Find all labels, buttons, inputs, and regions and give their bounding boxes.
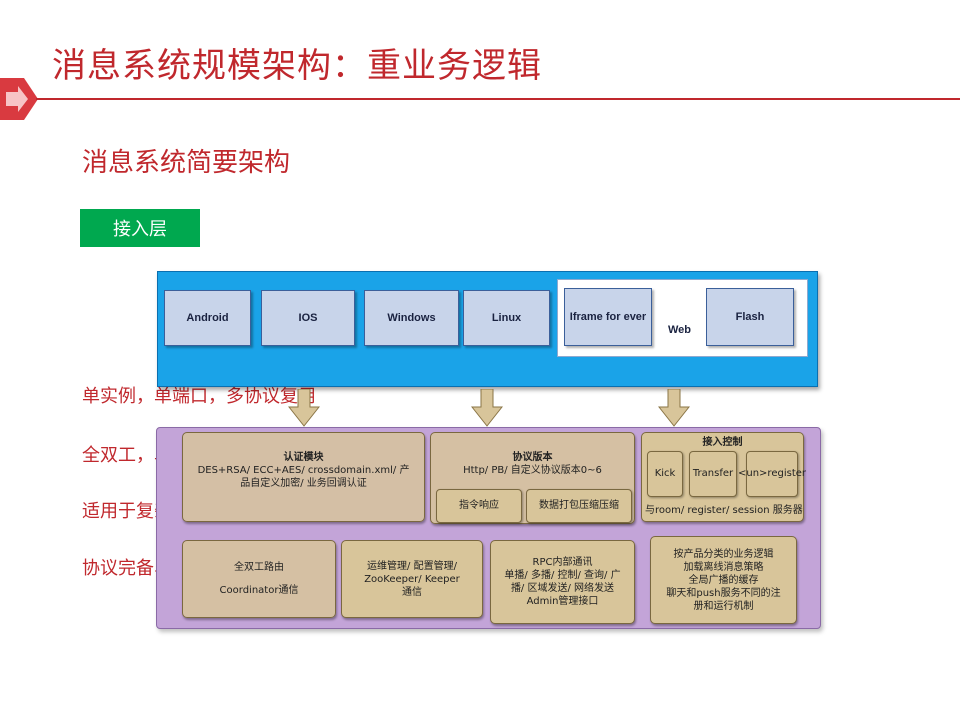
- red-arrow-icon: [0, 78, 38, 120]
- client-windows: Windows: [364, 290, 459, 346]
- command-response-box: 指令响应: [436, 489, 522, 523]
- down-arrow-icon: [658, 389, 690, 427]
- down-arrow-icon: [471, 389, 503, 427]
- client-ios: IOS: [261, 290, 355, 346]
- access-layer-tag: 接入层: [80, 209, 200, 247]
- data-compress-box: 数据打包压缩压缩: [526, 489, 632, 523]
- kick-box: Kick: [647, 451, 683, 497]
- ops-config-line: ZooKeeper/ Keeper: [364, 573, 460, 585]
- client-layer: Android IOS Windows Linux Iframe for eve…: [157, 271, 818, 387]
- access-control-module: 接入控制 Kick Transfer <un>register 与room/ r…: [641, 432, 806, 522]
- web-group-label: Web: [668, 324, 692, 336]
- access-control-caption: 与room/ register/ session 服务器: [645, 505, 803, 516]
- rpc-module: RPC内部通讯 单播/ 多播/ 控制/ 查询/ 广 播/ 区域发送/ 网络发送 …: [490, 540, 635, 624]
- auth-module-line: DES+RSA/ ECC+AES/ crossdomain.xml/ 产: [197, 465, 410, 476]
- client-linux: Linux: [463, 290, 550, 346]
- web-client-group: Iframe for ever Web Flash: [557, 279, 808, 357]
- duplex-route-line: 全双工路由: [234, 562, 284, 573]
- client-android: Android: [164, 290, 251, 346]
- business-line: 聊天和push服务不同的注: [666, 587, 781, 599]
- ops-config-line: 通信: [402, 586, 422, 598]
- client-flash: Flash: [706, 288, 794, 346]
- rpc-line: 单播/ 多播/ 控制/ 查询/ 广: [504, 570, 621, 581]
- ops-config-line: 运维管理/ 配置管理/: [367, 560, 457, 572]
- protocol-module-title: 协议版本: [512, 452, 553, 463]
- duplex-route-module: 全双工路由 Coordinator通信: [182, 540, 336, 618]
- unregister-box: <un>register: [738, 451, 806, 497]
- section-subtitle: 消息系统简要架构: [82, 148, 291, 178]
- rpc-line: RPC内部通讯: [532, 557, 593, 568]
- access-control-title: 接入控制: [702, 437, 743, 448]
- business-line: 册和运行机制: [693, 600, 754, 612]
- protocol-module: 协议版本 Http/ PB/ 自定义协议版本0~6 指令响应 数据打包压缩压缩: [430, 432, 635, 524]
- duplex-route-line: Coordinator通信: [219, 585, 299, 596]
- bullet-single-instance: 单实例，单端口，多协议复用: [82, 386, 316, 407]
- business-logic-module: 按产品分类的业务逻辑 加载离线消息策略 全局广播的缓存 聊天和push服务不同的…: [650, 536, 797, 624]
- business-line: 全局广播的缓存: [688, 574, 759, 586]
- business-line: 加载离线消息策略: [683, 561, 764, 573]
- business-line: 按产品分类的业务逻辑: [673, 548, 774, 560]
- server-layer: 认证模块 DES+RSA/ ECC+AES/ crossdomain.xml/ …: [156, 427, 821, 629]
- client-iframe: Iframe for ever: [564, 288, 652, 346]
- auth-module-line: 品自定义加密/ 业务回调认证: [240, 478, 367, 489]
- transfer-box: Transfer: [689, 451, 737, 497]
- page-title: 消息系统规模架构：重业务逻辑: [52, 46, 542, 86]
- auth-module: 认证模块 DES+RSA/ ECC+AES/ crossdomain.xml/ …: [182, 432, 425, 522]
- auth-module-title: 认证模块: [283, 452, 324, 463]
- rpc-line: Admin管理接口: [526, 596, 599, 607]
- protocol-module-line: Http/ PB/ 自定义协议版本0~6: [463, 465, 602, 476]
- down-arrow-icon: [288, 389, 320, 427]
- title-divider: [36, 98, 960, 100]
- rpc-line: 播/ 区域发送/ 网络发送: [510, 583, 615, 594]
- ops-config-module: 运维管理/ 配置管理/ ZooKeeper/ Keeper 通信: [341, 540, 483, 618]
